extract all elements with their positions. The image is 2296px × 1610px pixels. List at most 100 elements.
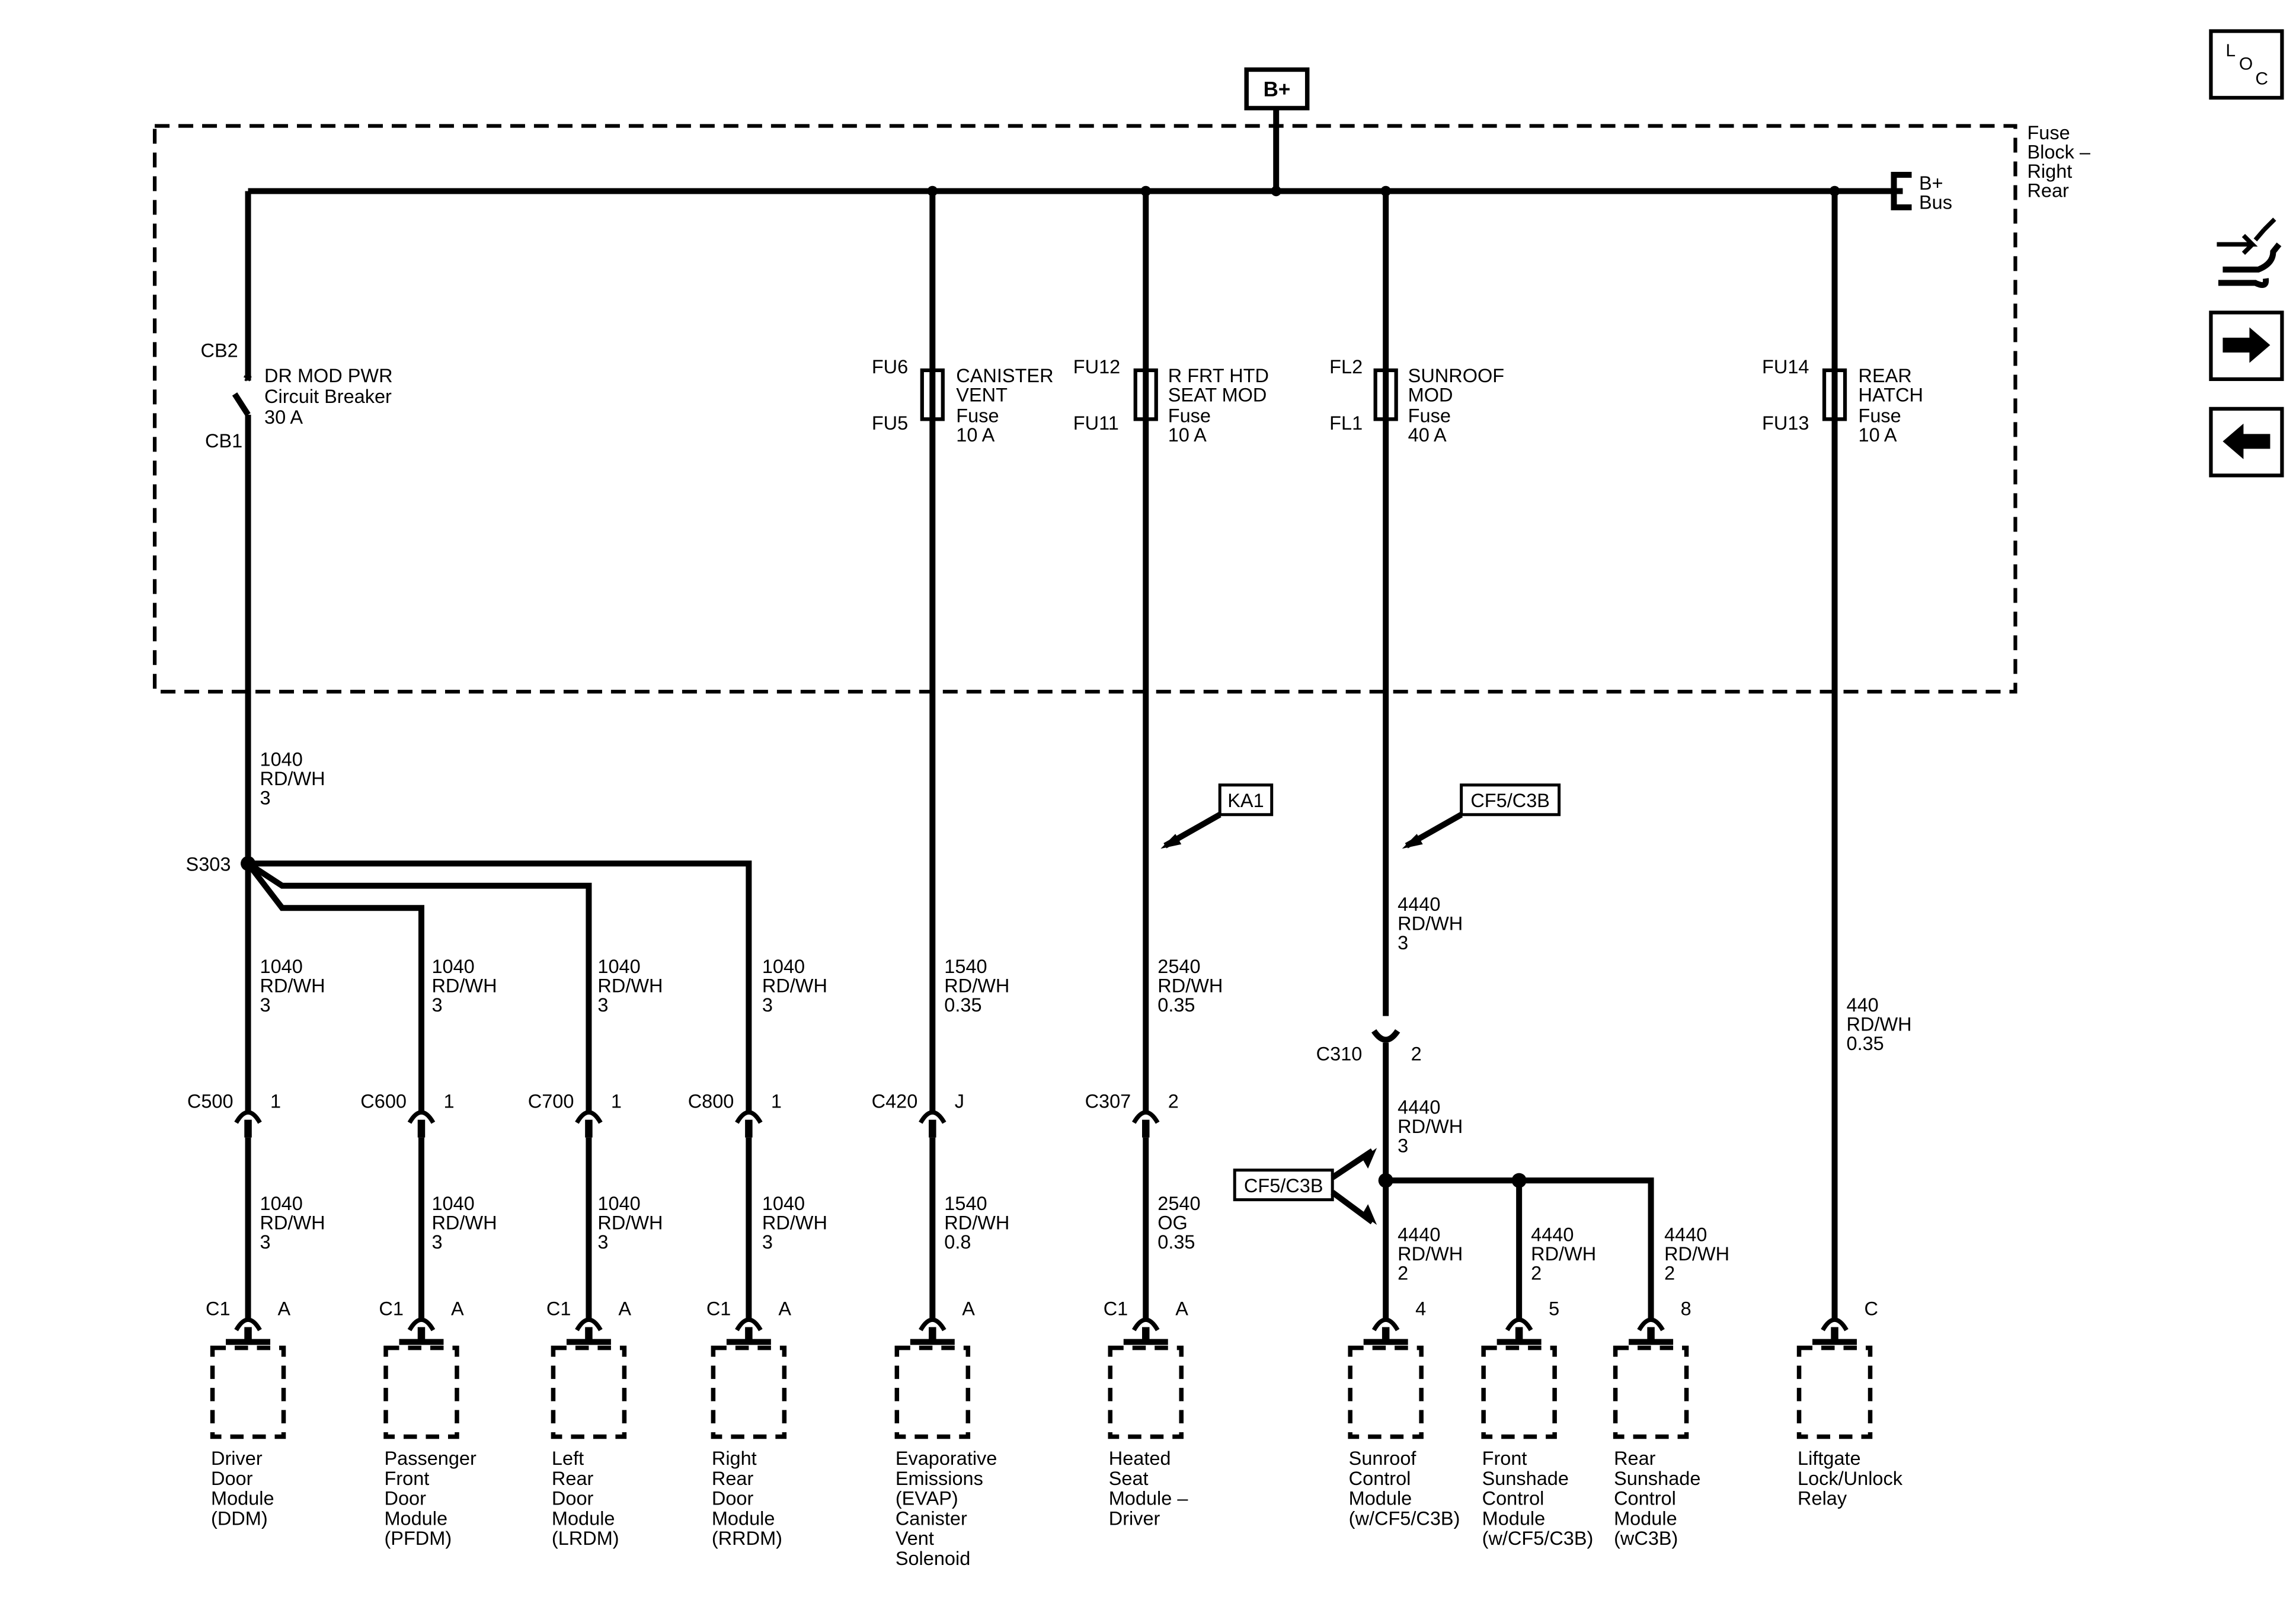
wire-circuit-number: 1040	[431, 956, 474, 977]
wire-color: RD/WH	[1398, 913, 1463, 934]
wire-gauge: 3	[260, 787, 271, 808]
option-tag-ka1: KA1	[1160, 783, 1274, 849]
svg-text:CF5/C3B: CF5/C3B	[1244, 1175, 1323, 1196]
component-pin: 4	[1415, 1298, 1426, 1320]
component-label-line: Heated	[1109, 1448, 1171, 1469]
fuse-top-pin: FU14	[1762, 356, 1809, 377]
component-label-line: Driver	[1109, 1507, 1160, 1529]
fuse-label-line: Fuse	[1168, 405, 1211, 426]
component-label-line: Rear	[712, 1468, 754, 1489]
fuse-block-title: Fuse Block – Right Rear	[2027, 122, 2090, 201]
connector-pin-c310: 2	[1411, 1044, 1422, 1065]
fuse-label-line: 10 A	[1859, 424, 1897, 446]
component-label-line: Module	[384, 1507, 447, 1529]
wire-circuit-number: 440	[1847, 994, 1879, 1016]
component-label-line: (RRDM)	[712, 1528, 782, 1549]
svg-text:30 A: 30 A	[264, 406, 303, 428]
wire-color: RD/WH	[597, 1212, 663, 1234]
component-label-line: Liftgate	[1798, 1448, 1861, 1469]
component-label-line: (w/CF5/C3B)	[1349, 1507, 1460, 1529]
breaker-star: *	[244, 370, 252, 393]
component-pin: A	[1175, 1298, 1188, 1320]
wire-color: RD/WH	[1398, 1243, 1463, 1265]
wire-color: RD/WH	[260, 1212, 325, 1234]
component-outline	[1613, 1345, 1689, 1439]
component-label-line: Door	[384, 1488, 426, 1509]
wire-circuit-number: 2540	[1157, 956, 1200, 977]
component-pin: A	[618, 1298, 631, 1320]
pin-label-cb2: CB2	[201, 340, 238, 361]
connector-name: C800	[688, 1091, 734, 1112]
component-label-line: Sunroof	[1349, 1448, 1417, 1469]
component-label-line: Evaporative	[896, 1448, 997, 1469]
wire-circuit-number: 4440	[1398, 894, 1440, 915]
component-label-line: Module	[1614, 1507, 1677, 1529]
loc-button[interactable]: L O C	[2209, 29, 2284, 100]
wire-circuit-number: 1540	[944, 956, 987, 977]
component-label-line: Control	[1614, 1488, 1676, 1509]
component-label-line: Rear	[552, 1468, 594, 1489]
fuse-label-line: REAR	[1859, 365, 1912, 386]
component-label-line: (LRDM)	[552, 1528, 619, 1549]
connector-name: C500	[187, 1091, 234, 1112]
fuse-label-line: HATCH	[1859, 384, 1923, 405]
fuse-label-line: 10 A	[956, 424, 994, 446]
component-label-line: Door	[552, 1488, 594, 1509]
wire-circuit-number: 1040	[762, 1193, 805, 1214]
svg-text:Fuse: Fuse	[2027, 122, 2070, 143]
component-pin: A	[778, 1298, 791, 1320]
component-label-line: (wC3B)	[1614, 1528, 1678, 1549]
wrench-arrows-icon[interactable]	[2217, 217, 2282, 289]
component-label-line: Rear	[1614, 1448, 1656, 1469]
arrow-left-icon[interactable]	[2209, 406, 2284, 478]
component-label-line: Module	[712, 1507, 775, 1529]
bus-junction	[1271, 185, 1281, 197]
fuse-label-line: CANISTER	[956, 365, 1053, 386]
wire-gauge: 0.35	[1847, 1033, 1884, 1054]
b-plus-label: B+	[1264, 78, 1291, 101]
component-label-line: (w/CF5/C3B)	[1482, 1528, 1594, 1549]
wire-circuit-number: 1040	[597, 956, 640, 977]
svg-text:Block –: Block –	[2027, 141, 2090, 162]
component-label-line: Module	[1349, 1488, 1412, 1509]
component-label-line: Door	[712, 1488, 754, 1509]
component-label-line: Solenoid	[896, 1548, 970, 1569]
wire-circuit-number: 4440	[1398, 1224, 1440, 1246]
fuse-bottom-pin: FU5	[872, 412, 908, 434]
wire-gauge: 3	[1398, 932, 1408, 953]
fuse-bottom-pin: FU11	[1073, 412, 1119, 434]
wire-circuit-number: 1540	[944, 1193, 987, 1214]
arrow-right-icon[interactable]	[2209, 311, 2284, 382]
fuse-label-line: VENT	[956, 384, 1008, 405]
svg-text:O: O	[2239, 54, 2253, 73]
circuit-breaker-label: DR MOD PWR Circuit Breaker 30 A	[264, 365, 393, 428]
wire-gauge: 3	[431, 994, 442, 1016]
wire-circuit-number: 2540	[1157, 1193, 1200, 1214]
wire-gauge: 2	[1531, 1263, 1542, 1284]
component-label-line: (DDM)	[211, 1507, 268, 1529]
connector-pin: 1	[771, 1091, 782, 1112]
component-label-line: Module –	[1109, 1488, 1189, 1509]
wire-circuit-number: 1040	[597, 1193, 640, 1214]
wire-color: RD/WH	[1157, 975, 1223, 997]
bus-label: B+ Bus	[1919, 172, 1952, 213]
